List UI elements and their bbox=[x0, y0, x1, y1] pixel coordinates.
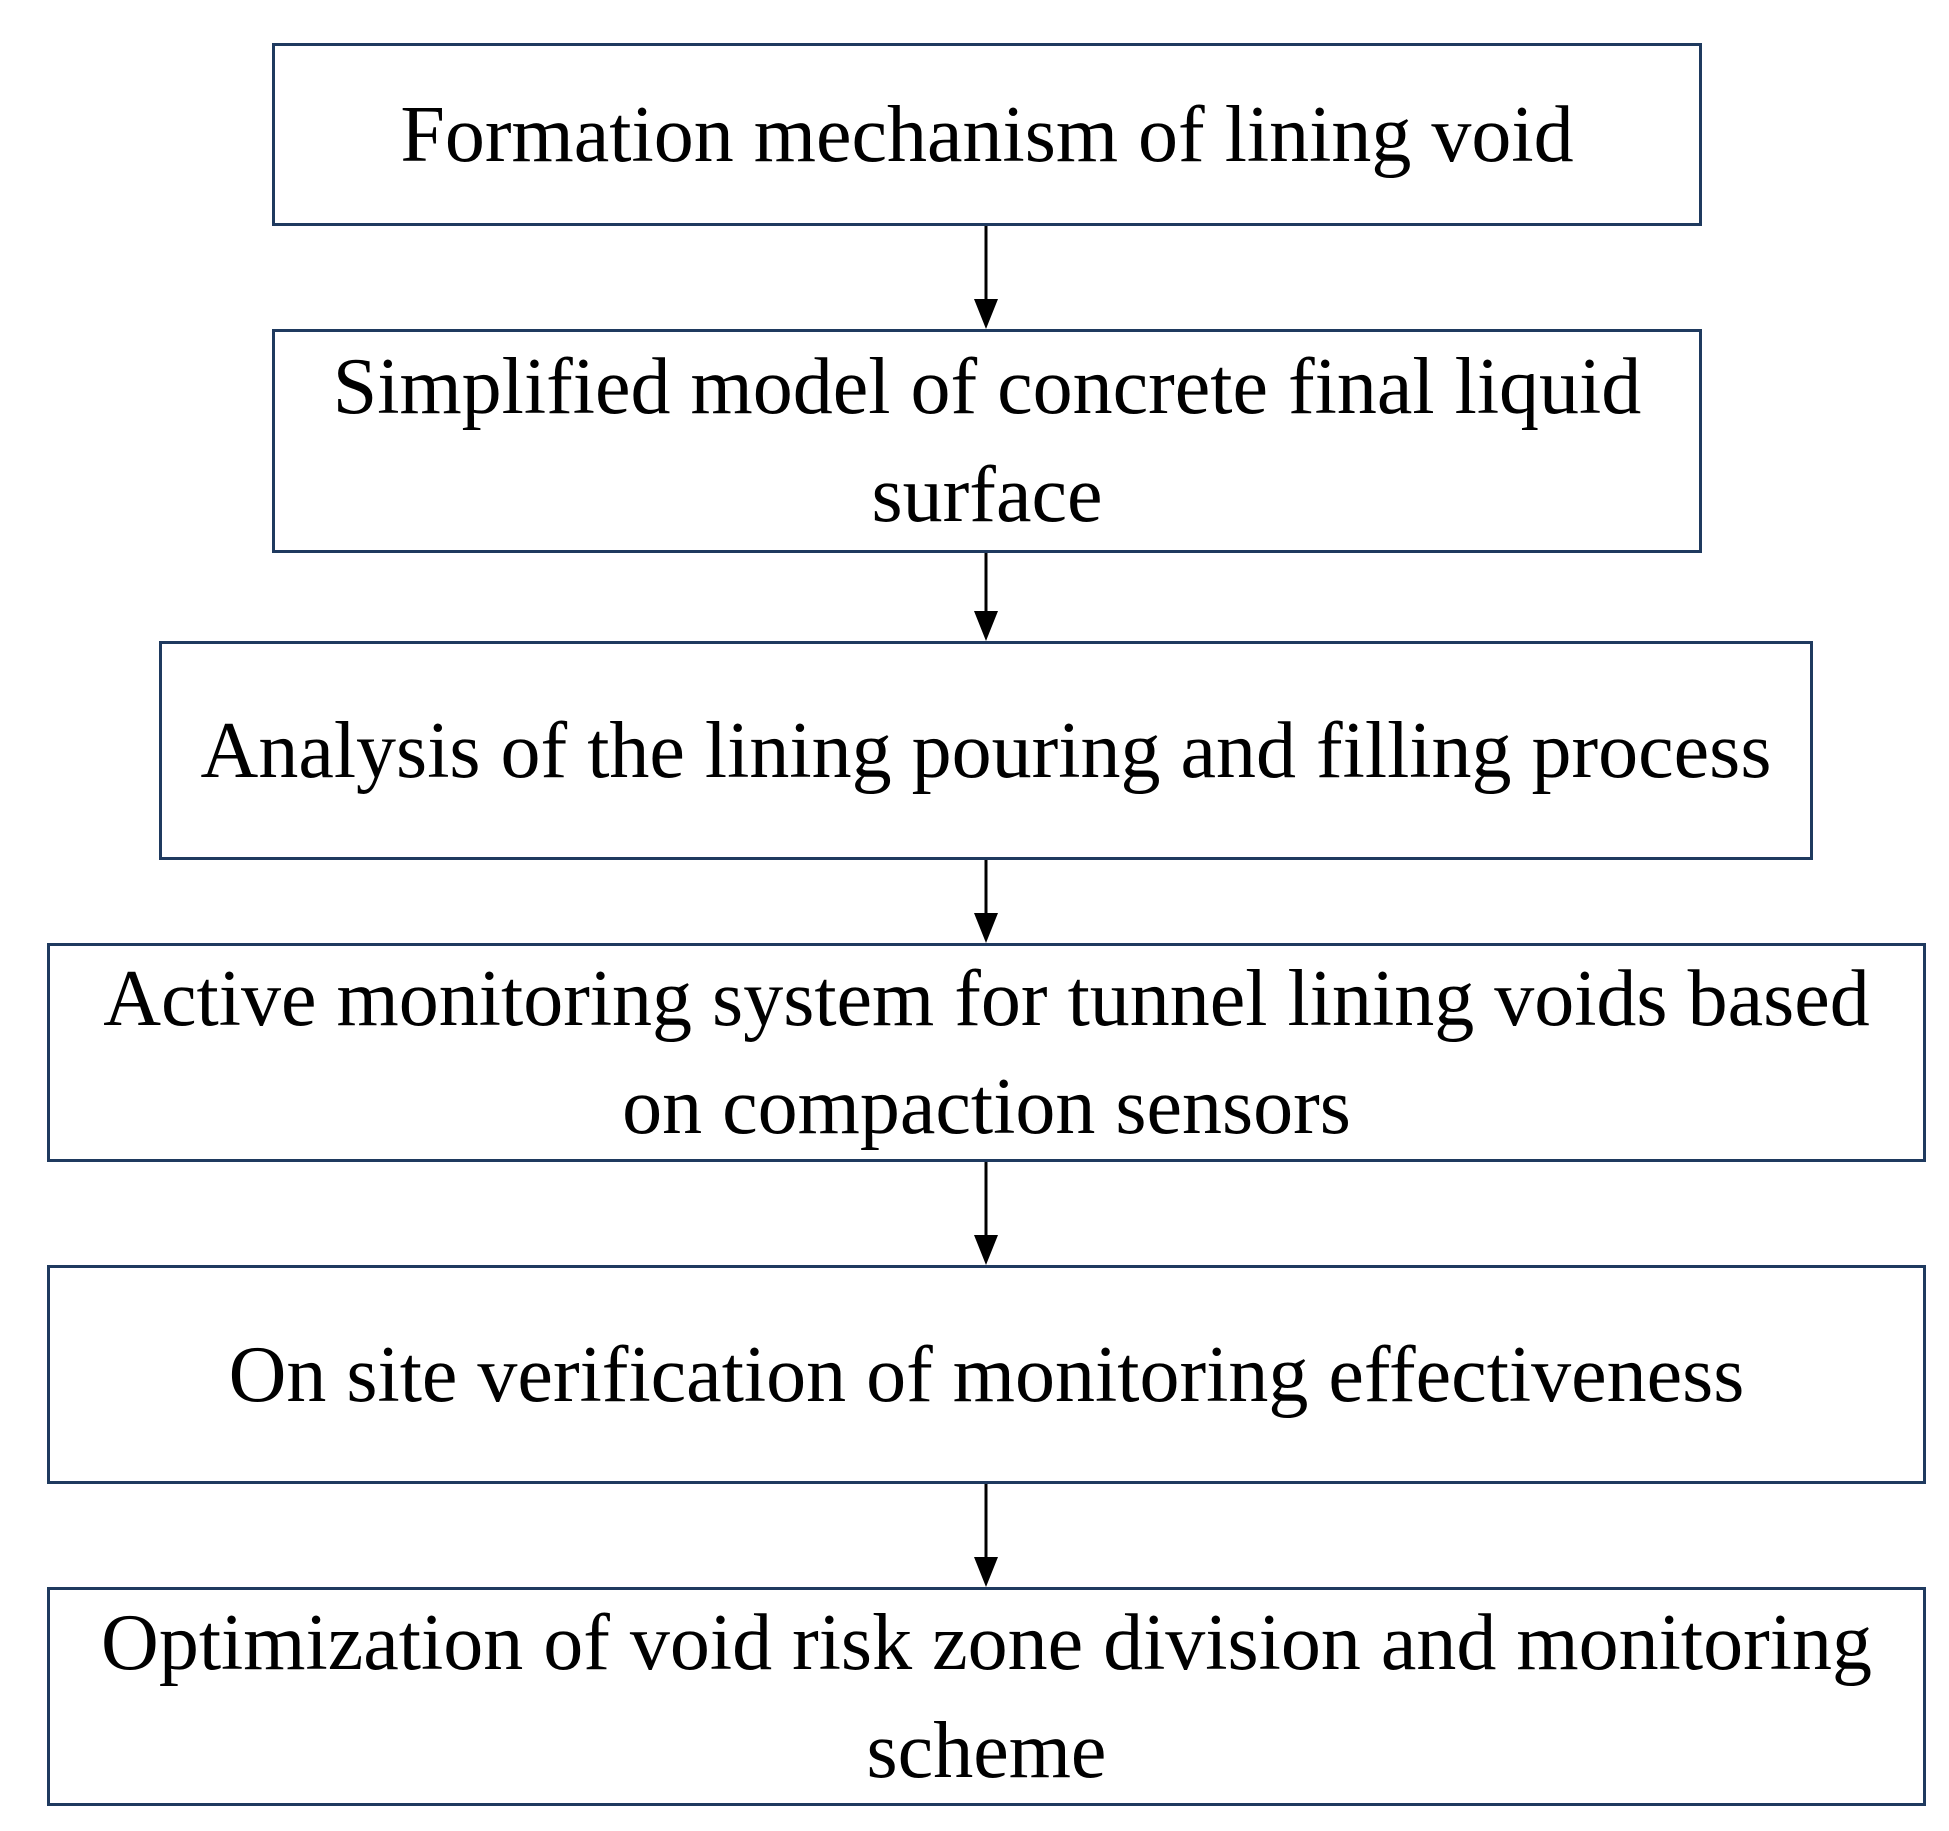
arrow-head bbox=[974, 1557, 998, 1587]
arrow-step1-to-step2 bbox=[974, 226, 998, 329]
step-label: Formation mechanism of lining void bbox=[400, 90, 1574, 179]
step-formation-mechanism: Formation mechanism of lining void bbox=[272, 43, 1702, 226]
step-label: Active monitoring system for tunnel lini… bbox=[103, 954, 1870, 1151]
step-label: Simplified model of concrete final liqui… bbox=[332, 343, 1642, 539]
arrow-head bbox=[974, 611, 998, 641]
step-label: Optimization of void risk zone division … bbox=[101, 1598, 1872, 1795]
arrow-head bbox=[974, 1235, 998, 1265]
arrow-head bbox=[974, 299, 998, 329]
step-simplified-model: Simplified model of concrete final liqui… bbox=[272, 329, 1702, 553]
arrow-step4-to-step5 bbox=[974, 1162, 998, 1265]
arrow-head bbox=[974, 913, 998, 943]
arrow-step2-to-step3 bbox=[974, 553, 998, 641]
step-pouring-analysis: Analysis of the lining pouring and filli… bbox=[159, 641, 1813, 860]
arrow-step3-to-step4 bbox=[974, 860, 998, 943]
step-optimization-scheme: Optimization of void risk zone division … bbox=[47, 1587, 1926, 1806]
step-active-monitoring-system: Active monitoring system for tunnel lini… bbox=[47, 943, 1926, 1162]
step-label: Analysis of the lining pouring and filli… bbox=[200, 706, 1772, 795]
step-on-site-verification: On site verification of monitoring effec… bbox=[47, 1265, 1926, 1484]
arrow-step5-to-step6 bbox=[974, 1484, 998, 1587]
step-label: On site verification of monitoring effec… bbox=[228, 1330, 1745, 1419]
